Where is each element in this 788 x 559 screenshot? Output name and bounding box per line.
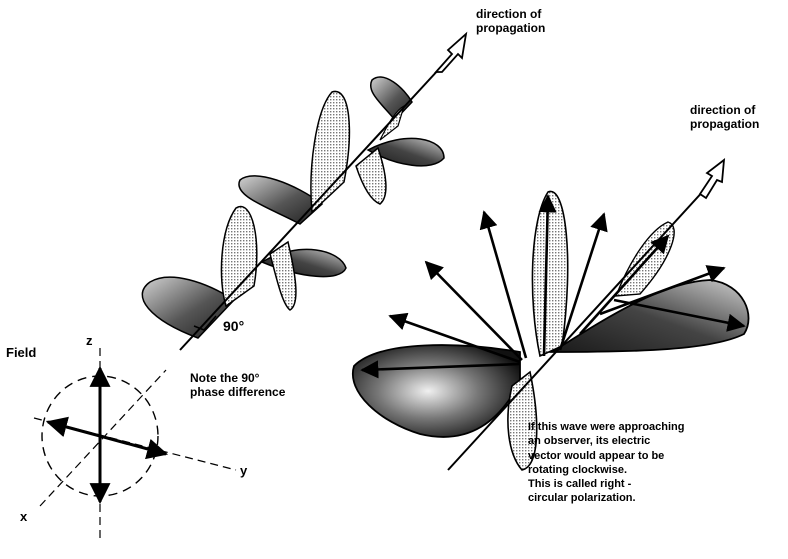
x-axis-label: x [20, 510, 27, 525]
electric-vector [484, 212, 526, 358]
propagation-arrow-right [700, 160, 724, 198]
propagation-label-top: direction of propagation [476, 8, 545, 36]
description-line: This is called right - [528, 477, 685, 491]
description-line: vector would appear to be [528, 449, 685, 463]
z-axis-label: z [86, 334, 93, 349]
propagation-label-right-line: direction of [690, 104, 759, 118]
left-wave [142, 34, 466, 350]
description-line: circular polarization. [528, 491, 685, 505]
propagation-label-right: direction of propagation [690, 104, 759, 132]
propagation-label-top-line: propagation [476, 22, 545, 36]
description-line: rotating clockwise. [528, 463, 685, 477]
phase-note-line: Note the 90° [190, 372, 285, 386]
left-wave-vertical-lobe [221, 207, 256, 306]
field-label: Field [6, 346, 36, 361]
phase-note: Note the 90° phase difference [190, 372, 285, 400]
phase-note-line: phase difference [190, 386, 285, 400]
left-wave-horizontal-lobe [371, 77, 412, 120]
propagation-label-right-line: propagation [690, 118, 759, 132]
propagation-arrow-top [436, 34, 466, 72]
description-text: If this wave were approaching an observe… [528, 420, 685, 506]
left-wave-axis [180, 68, 440, 350]
field-vector-left [48, 422, 100, 436]
right-wave-horizontal-lobe [353, 345, 520, 437]
field-vector-right [100, 436, 166, 454]
angle-label: 90° [223, 318, 244, 334]
description-line: If this wave were approaching [528, 420, 685, 434]
left-wave-vertical-lobe [311, 91, 349, 212]
description-line: an observer, its electric [528, 434, 685, 448]
right-wave-vertical-lobe [532, 191, 567, 356]
y-axis-label: y [240, 464, 247, 479]
propagation-label-top-line: direction of [476, 8, 545, 22]
right-wave-horizontal-lobe [552, 280, 749, 352]
